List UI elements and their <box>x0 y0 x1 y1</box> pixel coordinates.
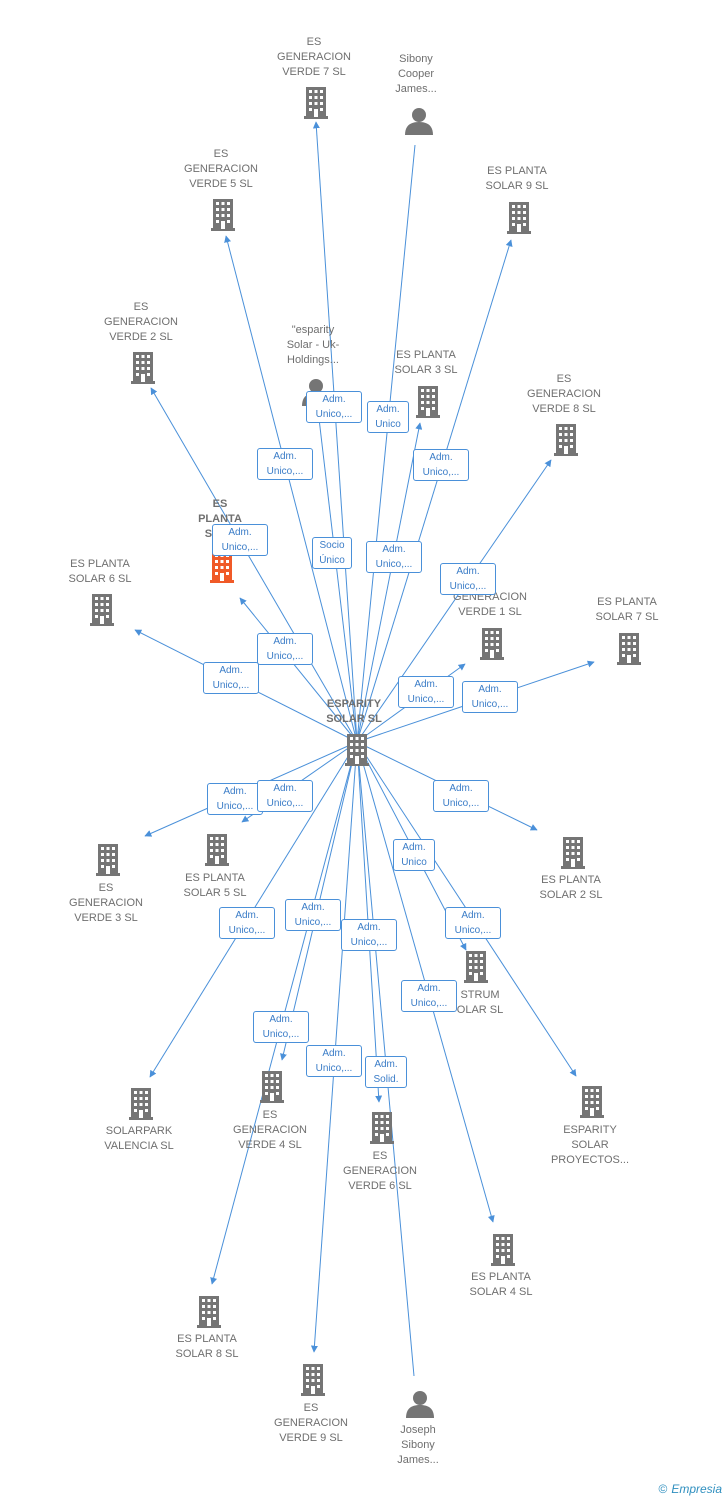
building-icon[interactable] <box>580 1086 604 1118</box>
edge-label-e5: Adm. Unico,... <box>212 524 268 556</box>
edge-label-e20: Adm. Unico,... <box>445 907 501 939</box>
node-label-solarpark[interactable]: SOLARPARK VALENCIA SL <box>104 1125 174 1152</box>
edge-label-e12: Adm. Unico,... <box>462 681 518 713</box>
node-label-p5[interactable]: ES PLANTA SOLAR 5 SL <box>183 872 247 899</box>
edge-label-e9: Adm. Unico,... <box>257 633 313 665</box>
node-label-v4[interactable]: ES GENERACION VERDE 4 SL <box>233 1109 307 1151</box>
building-icon[interactable] <box>90 594 114 626</box>
edge-label-e14: Adm. Unico,... <box>257 780 313 812</box>
building-icon[interactable] <box>507 202 531 234</box>
node-label-p2[interactable]: ES PLANTA SOLAR 2 SL <box>539 874 603 901</box>
building-icon[interactable] <box>301 1364 325 1396</box>
node-label-p4[interactable]: ES PLANTA SOLAR 4 SL <box>469 1271 533 1298</box>
building-icon[interactable] <box>554 424 578 456</box>
edge-label-e6: Socio Único <box>312 537 352 569</box>
edge-label-e8: Adm. Unico,... <box>440 563 496 595</box>
building-icon[interactable] <box>304 87 328 119</box>
building-icon[interactable] <box>617 633 641 665</box>
edge-p3 <box>356 422 423 743</box>
edge-v8 <box>356 459 552 743</box>
edge-v2 <box>150 387 358 743</box>
copyright-symbol: © <box>658 1482 668 1496</box>
edge-v7 <box>312 121 358 743</box>
building-icon[interactable] <box>131 352 155 384</box>
building-icon[interactable] <box>96 844 120 876</box>
node-label-p9[interactable]: ES PLANTA SOLAR 9 SL <box>485 165 549 192</box>
edge-v5 <box>224 235 358 743</box>
building-icon[interactable] <box>416 386 440 418</box>
edge-label-e17: Adm. Unico,... <box>219 907 275 939</box>
node-label-sibony[interactable]: Sibony Cooper James... <box>395 53 437 95</box>
node-label-v5[interactable]: ES GENERACION VERDE 5 SL <box>184 148 258 190</box>
building-icon[interactable] <box>480 628 504 660</box>
person-icon[interactable] <box>406 1391 434 1418</box>
edge-label-e3: Adm. Unico,... <box>257 448 313 480</box>
building-icon[interactable] <box>211 199 235 231</box>
edge-label-e1: Adm. Unico,... <box>306 391 362 423</box>
edge-label-e22: Adm. Unico,... <box>253 1011 309 1043</box>
edge-label-e7: Adm. Unico,... <box>366 541 422 573</box>
edge-label-e11: Adm. Unico,... <box>398 676 454 708</box>
building-icon[interactable] <box>345 734 369 766</box>
building-icon[interactable] <box>197 1296 221 1328</box>
node-label-p8[interactable]: ES PLANTA SOLAR 8 SL <box>175 1333 239 1360</box>
building-icon[interactable] <box>129 1088 153 1120</box>
edge-uk <box>317 409 360 743</box>
edge-label-e23: Adm. Unico,... <box>306 1045 362 1077</box>
edge-label-e19: Adm. Unico,... <box>341 919 397 951</box>
node-label-p3[interactable]: ES PLANTA SOLAR 3 SL <box>394 349 458 376</box>
node-label-center[interactable]: ESPARITY SOLAR SL <box>326 698 382 725</box>
node-label-uk[interactable]: "esparity Solar - Uk- Holdings... <box>286 324 340 366</box>
edge-label-e15: Adm. Unico,... <box>433 780 489 812</box>
edge-p9 <box>356 239 513 743</box>
building-icon[interactable] <box>370 1112 394 1144</box>
edge-label-e4: Adm. Unico,... <box>413 449 469 481</box>
node-label-v3[interactable]: ES GENERACION VERDE 3 SL <box>69 882 143 924</box>
edge-label-e2: Adm. Unico <box>367 401 409 433</box>
building-icon[interactable] <box>260 1071 284 1103</box>
node-label-p6[interactable]: ES PLANTA SOLAR 6 SL <box>68 558 132 585</box>
edge-sibony <box>354 144 416 743</box>
node-label-joseph[interactable]: Joseph Sibony James... <box>397 1424 439 1466</box>
node-label-v9[interactable]: ES GENERACION VERDE 9 SL <box>274 1402 348 1444</box>
edge-pX <box>239 597 358 743</box>
node-label-v2[interactable]: ES GENERACION VERDE 2 SL <box>104 301 178 343</box>
edge-label-e21: Adm. Unico,... <box>401 980 457 1012</box>
edge-label-e24: Adm. Solid. <box>365 1056 407 1088</box>
edge-label-e18: Adm. Unico,... <box>285 899 341 931</box>
building-icon[interactable] <box>491 1234 515 1266</box>
copyright-notice: ©Empresia <box>658 1482 722 1496</box>
node-label-v8[interactable]: ES GENERACION VERDE 8 SL <box>527 373 601 415</box>
node-label-v7[interactable]: ES GENERACION VERDE 7 SL <box>277 36 351 78</box>
node-label-v6[interactable]: ES GENERACION VERDE 6 SL <box>343 1150 417 1192</box>
edge-label-e13: Adm. Unico,... <box>207 783 263 815</box>
node-label-strum[interactable]: STRUM OLAR SL <box>456 989 504 1016</box>
node-label-p7[interactable]: ES PLANTA SOLAR 7 SL <box>595 596 659 623</box>
building-icon[interactable] <box>205 834 229 866</box>
node-label-proy[interactable]: ESPARITY SOLAR PROYECTOS... <box>550 1124 630 1166</box>
brand-logo: Empresia <box>671 1482 722 1496</box>
person-icon[interactable] <box>405 108 433 135</box>
edge-label-e10: Adm. Unico,... <box>203 662 259 694</box>
building-icon[interactable] <box>464 951 488 983</box>
edge-label-e16: Adm. Unico <box>393 839 435 871</box>
building-icon[interactable] <box>561 837 585 869</box>
